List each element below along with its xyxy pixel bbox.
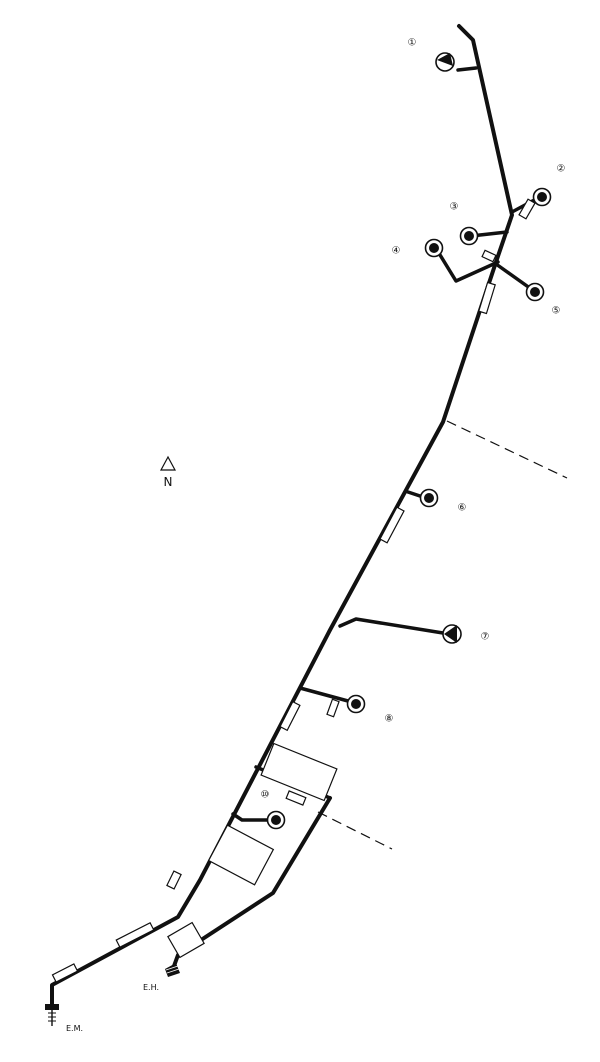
number-label-5-text: ⑤: [552, 306, 561, 317]
number-label-5: ⑤: [552, 306, 561, 317]
structure-d: [379, 506, 405, 544]
number-label-4-text: ④: [392, 246, 401, 257]
north-arrow: N: [159, 455, 177, 489]
site-marker-6: [419, 488, 439, 508]
branch-10: [231, 812, 273, 822]
structure-b: [481, 249, 497, 263]
number-label-3: ③: [450, 202, 459, 213]
lower-line: [172, 796, 332, 968]
site-marker-8: [346, 694, 366, 714]
structure-f: [279, 700, 301, 732]
eh-label: E.H.: [143, 983, 159, 992]
em-label: E.M.: [66, 1024, 83, 1033]
em-symbol: [45, 1004, 59, 1026]
structure-j: [166, 870, 182, 890]
number-label-1-text: ①: [408, 38, 417, 49]
structure-m: [51, 963, 79, 983]
north-label: N: [164, 475, 173, 489]
number-label-10: ⑩: [261, 790, 270, 801]
number-label-3-text: ③: [450, 202, 459, 213]
triangle-marker-1: [435, 52, 455, 72]
branch-7: [338, 617, 445, 635]
branch-4: [435, 248, 500, 283]
boundary-line-upper: [446, 420, 568, 479]
number-label-7: ⑦: [481, 632, 490, 643]
north-arrow-icon: [159, 455, 177, 471]
number-label-8: ⑧: [385, 714, 394, 725]
branch-8: [298, 686, 350, 703]
site-marker-2: [532, 187, 552, 207]
branch-1: [456, 66, 478, 72]
number-label-8-text: ⑧: [385, 714, 394, 725]
number-label-4: ④: [392, 246, 401, 257]
main-line: [50, 24, 514, 1006]
triangle-marker-7: [442, 624, 462, 644]
number-label-2-text: ②: [557, 164, 566, 175]
site-marker-3: [459, 226, 479, 246]
structure-h: [285, 790, 307, 806]
structure-i: [207, 824, 275, 886]
number-label-6-text: ⑥: [458, 503, 467, 514]
site-marker-5: [525, 282, 545, 302]
number-label-1: ①: [408, 38, 417, 49]
number-label-7-text: ⑦: [481, 632, 490, 643]
structure-a: [518, 198, 536, 220]
number-label-2: ②: [557, 164, 566, 175]
structure-l: [167, 921, 205, 959]
structure-e: [326, 698, 340, 718]
site-marker-4: [424, 238, 444, 258]
boundary-line-lower: [317, 811, 393, 850]
structure-c: [478, 281, 496, 315]
number-label-10-text: ⑩: [261, 790, 270, 801]
number-label-6: ⑥: [458, 503, 467, 514]
eh-symbol: [165, 963, 180, 977]
structure-g: [260, 742, 338, 802]
em-block-icon: [45, 1004, 59, 1010]
site-marker-10: [266, 810, 286, 830]
structure-k: [115, 922, 155, 948]
